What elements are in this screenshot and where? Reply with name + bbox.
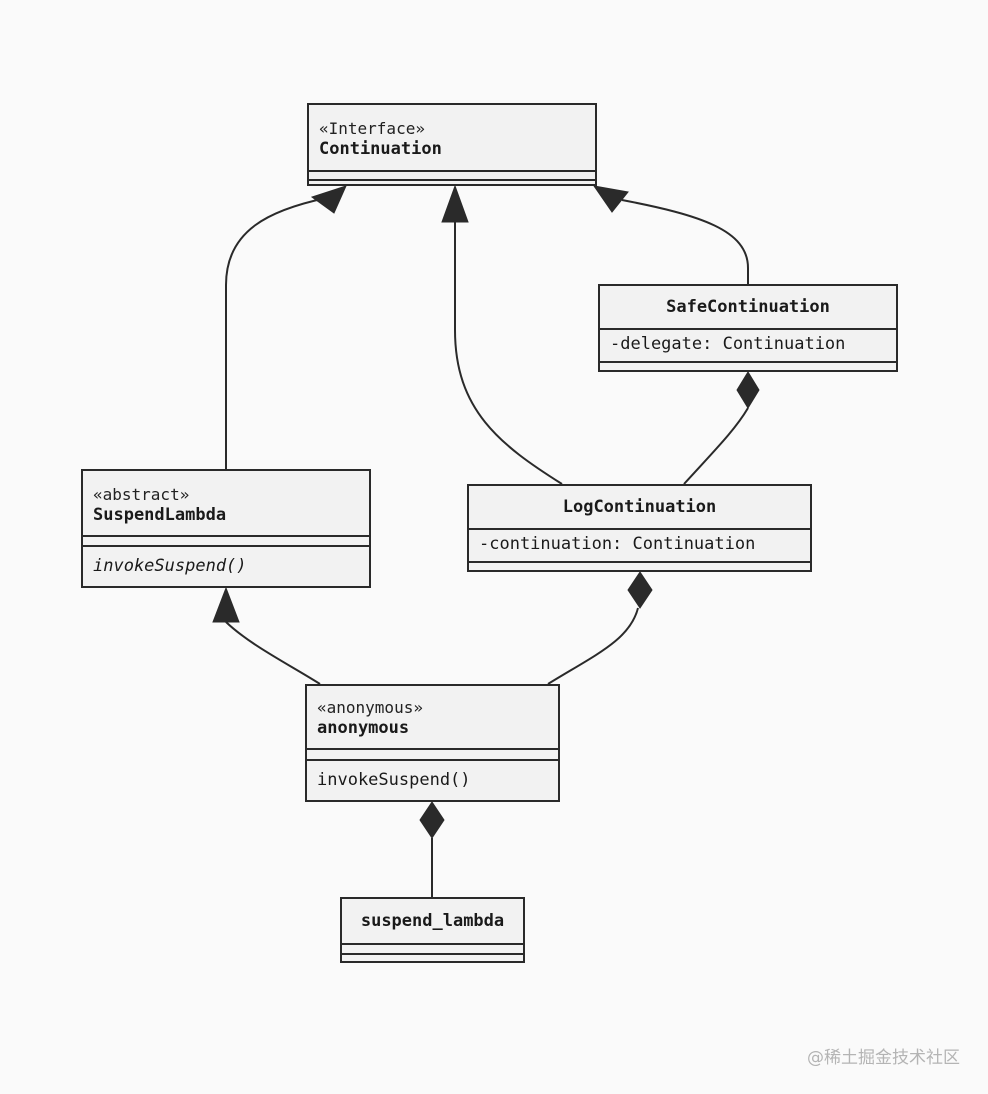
composition-diamond — [419, 801, 445, 839]
edge-suspendlambda-to-continuation — [225, 197, 327, 469]
class-log-continuation[interactable]: LogContinuation -continuation: Continuat… — [467, 484, 812, 572]
attributes-section — [83, 535, 369, 545]
attribute-delegate: -delegate: Continuation — [600, 328, 896, 361]
class-continuation[interactable]: «Interface» Continuation — [307, 103, 597, 186]
class-suspend-lambda-object[interactable]: suspend_lambda — [340, 897, 525, 963]
inheritance-arrowhead — [592, 185, 629, 213]
methods-section — [309, 179, 595, 181]
stereotype-label: «anonymous» — [317, 698, 423, 717]
class-anonymous[interactable]: «anonymous» anonymous invokeSuspend() — [305, 684, 560, 802]
inheritance-arrowhead — [441, 184, 469, 223]
method-invoke-suspend: invokeSuspend() — [83, 545, 369, 577]
methods-section — [342, 953, 523, 955]
attributes-section — [307, 748, 558, 759]
edge-safecontinuation-to-continuation — [621, 199, 749, 284]
composition-diamond — [736, 371, 760, 409]
stereotype-label: «Interface» — [319, 119, 425, 138]
edge-logcontinuation-to-continuation — [454, 222, 563, 485]
class-name: Continuation — [319, 139, 442, 159]
class-name: SafeContinuation — [666, 297, 830, 317]
class-name: anonymous — [317, 718, 410, 738]
edge-anonymous-to-logcontinuation — [547, 607, 639, 685]
methods-section — [600, 361, 896, 363]
edge-logcontinuation-to-safecontinuation — [683, 407, 749, 485]
class-name: LogContinuation — [562, 497, 717, 517]
inheritance-arrowhead — [310, 185, 347, 214]
inheritance-arrowhead — [212, 586, 240, 623]
class-name: suspend_lambda — [360, 911, 505, 931]
edge-anonymous-to-suspendlambda — [225, 621, 321, 685]
method-invoke-suspend: invokeSuspend() — [307, 759, 558, 791]
class-name: SuspendLambda — [93, 505, 227, 525]
class-safe-continuation[interactable]: SafeContinuation -delegate: Continuation — [598, 284, 898, 372]
attribute-continuation: -continuation: Continuation — [469, 528, 810, 561]
attributes-section — [342, 943, 523, 953]
stereotype-label: «abstract» — [93, 485, 190, 504]
composition-diamond — [627, 571, 653, 609]
class-suspend-lambda[interactable]: «abstract» SuspendLambda invokeSuspend() — [81, 469, 371, 588]
watermark: @稀土掘金技术社区 — [807, 1048, 960, 1068]
attributes-section — [309, 170, 595, 179]
methods-section — [469, 561, 810, 563]
